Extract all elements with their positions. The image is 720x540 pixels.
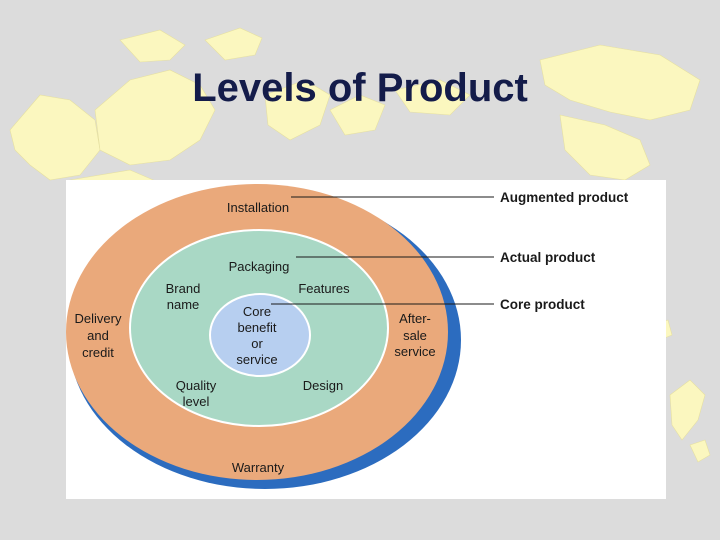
map-landmass-alaska	[9, 94, 101, 181]
label-quality-level-line-2: level	[183, 394, 210, 409]
label-brand-name-line-2: name	[167, 297, 200, 312]
label-delivery-line-2: and	[87, 328, 109, 343]
map-landmass-greenland	[264, 79, 331, 141]
levels-of-product-figure: Augmented product Actual product Core pr…	[66, 180, 666, 499]
label-core-line-1: Core	[243, 304, 271, 319]
core-product-circle	[209, 293, 311, 377]
callout-actual-product: Actual product	[500, 250, 596, 265]
label-after-sale-line-1: After-	[399, 311, 431, 326]
label-design: Design	[303, 378, 343, 393]
callout-augmented-product: Augmented product	[500, 190, 629, 205]
concentric-levels-diagram: Augmented product Actual product Core pr…	[66, 184, 629, 489]
map-landmass-east-asia	[559, 114, 651, 181]
label-packaging: Packaging	[229, 259, 290, 274]
map-landmass-arctic-east	[329, 79, 471, 136]
label-quality-level-line-1: Quality	[176, 378, 217, 393]
map-landmass-canada	[94, 69, 216, 166]
map-landmass-siberia	[539, 44, 701, 121]
slide-title: Levels of Product	[192, 66, 528, 110]
label-after-sale-line-3: service	[394, 344, 435, 359]
map-landmass-japan	[669, 379, 706, 441]
label-installation: Installation	[227, 200, 289, 215]
label-delivery-line-3: credit	[82, 345, 114, 360]
label-brand-name-line-1: Brand	[166, 281, 201, 296]
label-warranty: Warranty	[232, 460, 285, 475]
map-landmass-arctic-islands	[119, 27, 263, 63]
label-core-line-2: benefit	[237, 320, 276, 335]
label-delivery-line-1: Delivery	[75, 311, 122, 326]
label-core-line-4: service	[236, 352, 277, 367]
label-features: Features	[298, 281, 350, 296]
callout-core-product: Core product	[500, 297, 585, 312]
label-after-sale-line-2: sale	[403, 328, 427, 343]
label-core-line-3: or	[251, 336, 263, 351]
